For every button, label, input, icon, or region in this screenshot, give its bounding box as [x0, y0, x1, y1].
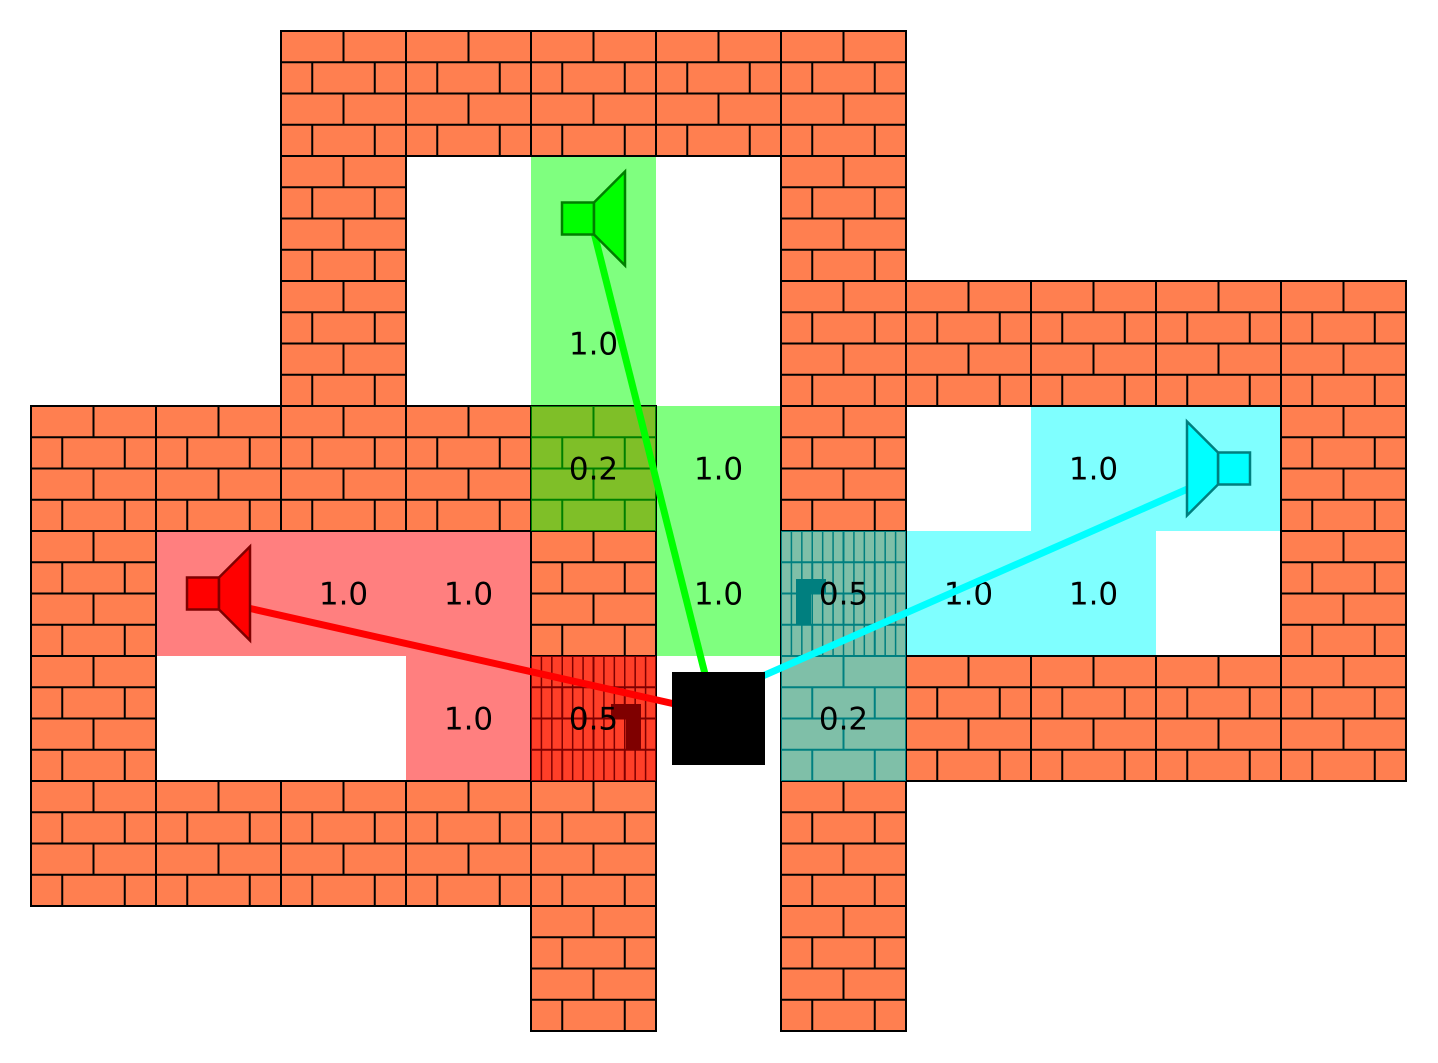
attenuation-label: 1.0 — [444, 702, 493, 738]
tinted-cell-green — [531, 406, 656, 531]
brick-wall-cell — [30, 405, 157, 532]
green-speaker — [560, 168, 627, 269]
speaker-icon — [185, 576, 221, 611]
sound-ray-red — [218, 598, 707, 715]
tinted-cell-red — [406, 531, 531, 656]
tinted-cell-red — [281, 531, 406, 656]
sound-ray-layer — [218, 231, 1218, 715]
brick-wall-cell — [280, 155, 407, 282]
brick-wall-cell — [780, 155, 907, 282]
attenuation-label: 0.5 — [569, 702, 618, 738]
speaker-icon — [217, 543, 252, 644]
attenuation-label: 1.0 — [319, 577, 368, 613]
attenuation-label: 1.0 — [694, 577, 743, 613]
attenuation-label: 1.0 — [444, 577, 493, 613]
brick-wall-cell — [405, 780, 532, 907]
listener-layer — [672, 672, 765, 765]
brick-wall-cell — [1280, 405, 1407, 532]
brick-wall-cell — [780, 280, 907, 407]
speaker-layer — [185, 168, 1252, 644]
brick-wall-cell — [655, 30, 782, 157]
tinted-cell-green — [656, 406, 781, 531]
attenuation-label: 0.2 — [819, 702, 868, 738]
brick-wall-cell — [280, 30, 407, 157]
attenuation-label: 0.2 — [569, 452, 618, 488]
attenuation-label: 0.5 — [819, 577, 868, 613]
brick-wall-cell — [30, 780, 157, 907]
attenuation-label: 1.0 — [1069, 452, 1118, 488]
sound-ray-green — [590, 231, 712, 687]
brick-wall-cell — [905, 655, 1032, 782]
brick-wall-cell — [30, 530, 157, 657]
brick-wall-cell — [1280, 280, 1407, 407]
door-layer — [540, 531, 897, 781]
door-handle — [796, 579, 811, 625]
speaker-icon — [1216, 451, 1252, 486]
brick-wall-cell — [1030, 280, 1157, 407]
speaker-icon — [592, 168, 627, 269]
attenuation-label: 1.0 — [694, 452, 743, 488]
tinted-cell-cyan — [906, 531, 1031, 656]
attenuation-label: 1.0 — [1069, 577, 1118, 613]
tinted-cell-cyan — [781, 656, 906, 781]
brick-wall-cell — [1030, 655, 1157, 782]
brick-wall-cell — [280, 280, 407, 407]
cyan-speaker — [1185, 418, 1252, 519]
speaker-icon — [560, 201, 596, 236]
brick-wall-cell — [405, 405, 532, 532]
brick-wall-cell — [530, 30, 657, 157]
brick-wall-cell — [780, 30, 907, 157]
brick-wall-cell — [30, 655, 157, 782]
brick-wall-cell — [280, 780, 407, 907]
brick-wall-cell — [1280, 530, 1407, 657]
brick-wall-cell — [1155, 280, 1282, 407]
brick-wall-cell — [1280, 655, 1407, 782]
brick-wall-cell — [530, 780, 657, 907]
door-cyan — [790, 531, 897, 656]
sound-ray-cyan — [704, 473, 1218, 705]
brick-wall-cell — [530, 530, 657, 657]
brick-wall-cell — [780, 780, 907, 907]
tinted-cell-red — [406, 656, 531, 781]
brick-wall-cell — [780, 905, 907, 1032]
brick-wall-cell — [780, 405, 907, 532]
door-handle — [626, 704, 641, 750]
attenuation-label: 1.0 — [569, 327, 618, 363]
brick-wall-cell — [155, 405, 282, 532]
listener-marker — [672, 672, 765, 765]
brick-wall-cell — [280, 405, 407, 532]
speaker-icon — [1185, 418, 1220, 519]
brick-wall-cell — [905, 280, 1032, 407]
brick-wall-cell — [1155, 655, 1282, 782]
brick-wall-cell — [155, 780, 282, 907]
brick-wall-cell — [405, 30, 532, 157]
attenuation-tint-layer — [156, 156, 1281, 781]
red-speaker — [185, 543, 252, 644]
brick-wall-cell — [530, 905, 657, 1032]
brick-wall-layer — [30, 30, 1407, 1032]
